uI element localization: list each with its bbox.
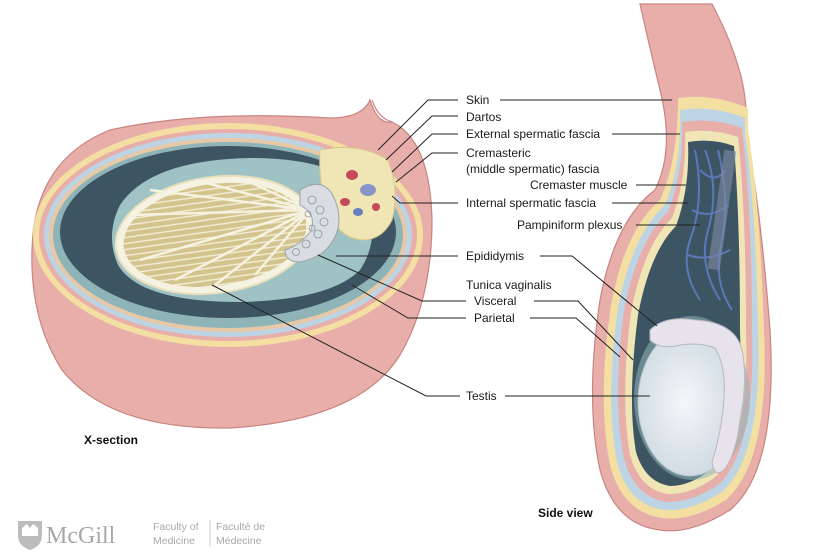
- vessel: [346, 170, 358, 180]
- x-section-septa: [129, 178, 311, 286]
- vessel: [353, 208, 363, 216]
- label-pampiniform-plexus: Pampiniform plexus: [517, 218, 622, 232]
- vessel: [340, 198, 350, 206]
- leader-lines: [211, 99, 700, 397]
- x-section-lobules: [123, 182, 307, 288]
- logo-faculty-en-2: Medicine: [153, 535, 195, 547]
- logo-faculty-fr-1: Faculté de: [216, 521, 265, 533]
- label-tunica-vaginalis: Tunica vaginalis: [466, 278, 552, 292]
- x-section-epididymis: [284, 183, 340, 263]
- logo-name: McGill: [46, 523, 116, 549]
- x-section-illustration: [31, 98, 433, 429]
- label-external-spermatic-fascia: External spermatic fascia: [466, 127, 600, 141]
- label-visceral: Visceral: [474, 294, 516, 308]
- caption-side-view: Side view: [538, 506, 593, 520]
- side-view-illustration: [591, 3, 772, 532]
- side-view-vas-deferens: [707, 149, 737, 271]
- caption-x-section: X-section: [84, 433, 138, 447]
- logo-faculty-en-1: Faculty of: [153, 521, 199, 533]
- label-cremaster-muscle: Cremaster muscle: [530, 178, 628, 192]
- mcgill-crest-icon: [18, 521, 42, 550]
- label-dartos: Dartos: [466, 110, 501, 124]
- label-cremasteric-line2: (middle spermatic) fascia: [466, 162, 600, 176]
- label-parietal: Parietal: [474, 311, 515, 325]
- label-skin: Skin: [466, 93, 489, 107]
- vessel: [360, 184, 376, 196]
- mcgill-logo: McGill Faculty of Medicine Faculté de Mé…: [18, 520, 265, 550]
- label-epididymis: Epididymis: [466, 249, 524, 263]
- x-section-epididymis-tubules: [292, 195, 329, 256]
- labels: Skin Dartos External spermatic fascia Cr…: [84, 93, 628, 520]
- label-testis: Testis: [466, 389, 497, 403]
- vessel: [372, 203, 380, 211]
- label-cremasteric-line1: Cremasteric: [466, 146, 531, 160]
- logo-faculty-fr-2: Médecine: [216, 535, 262, 547]
- side-view-epididymis: [649, 318, 746, 474]
- label-internal-spermatic-fascia: Internal spermatic fascia: [466, 196, 596, 210]
